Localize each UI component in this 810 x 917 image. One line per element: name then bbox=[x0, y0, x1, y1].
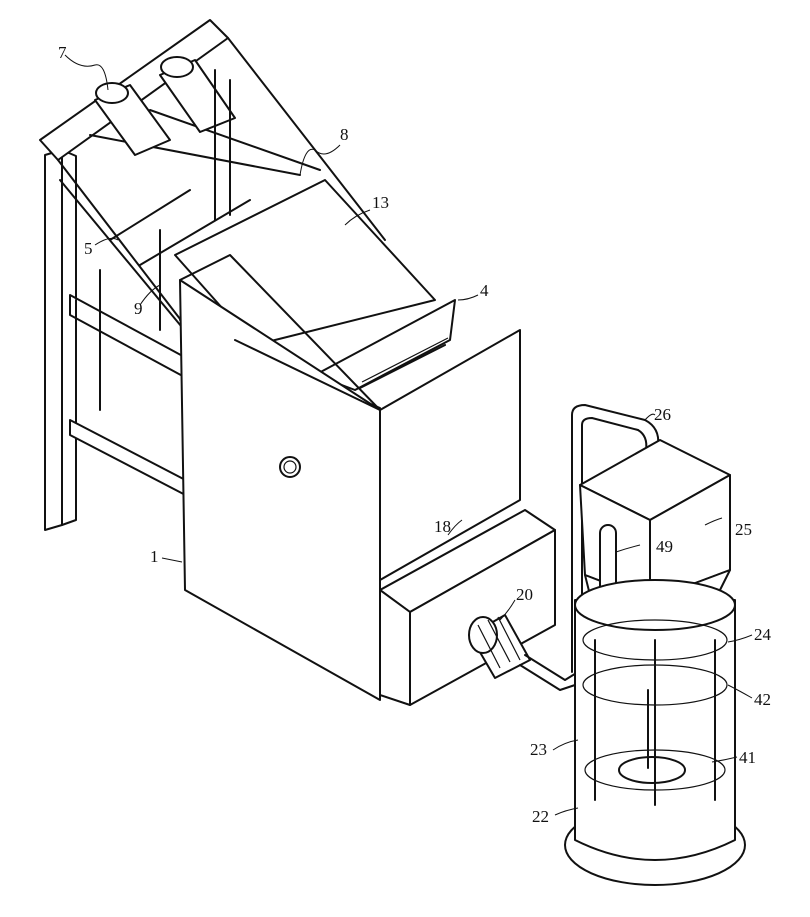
label-9: 9 bbox=[134, 299, 143, 318]
label-7: 7 bbox=[58, 43, 67, 62]
lower-tank bbox=[565, 580, 745, 885]
label-1: 1 bbox=[150, 547, 159, 566]
label-20: 20 bbox=[516, 585, 533, 604]
support-frame bbox=[45, 150, 195, 530]
label-23: 23 bbox=[530, 740, 547, 759]
label-25: 25 bbox=[735, 520, 752, 539]
label-5: 5 bbox=[84, 239, 93, 258]
label-41: 41 bbox=[739, 748, 756, 767]
label-8: 8 bbox=[340, 125, 349, 144]
label-4: 4 bbox=[480, 281, 489, 300]
label-49: 49 bbox=[656, 537, 673, 556]
label-22: 22 bbox=[532, 807, 549, 826]
label-13: 13 bbox=[372, 193, 389, 212]
label-26: 26 bbox=[654, 405, 671, 424]
label-24: 24 bbox=[754, 625, 772, 644]
label-42: 42 bbox=[754, 690, 771, 709]
label-18: 18 bbox=[434, 517, 451, 536]
